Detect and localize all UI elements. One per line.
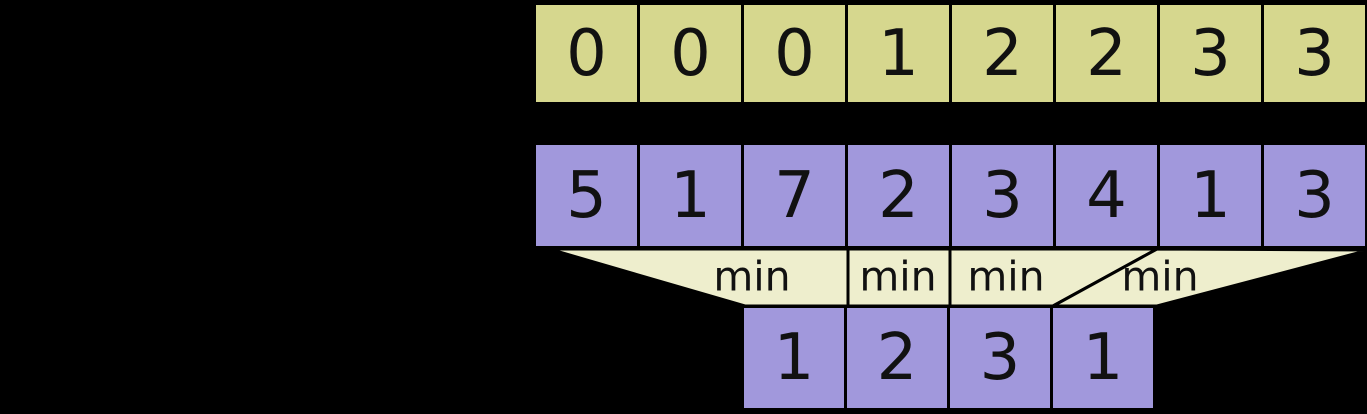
block-index-cell: 0 [640, 5, 741, 102]
array-cell: 2 [848, 145, 949, 246]
min-label: min [1121, 252, 1199, 301]
array-cell: 1 [640, 145, 741, 246]
block-min-cell: 2 [847, 308, 947, 408]
array-cell: 3 [1264, 145, 1365, 246]
min-label: min [713, 252, 791, 301]
block-index-cell: 1 [848, 5, 949, 102]
block-index-cell: 3 [1160, 5, 1261, 102]
block-index-cell: 2 [1056, 5, 1157, 102]
min-funnel-shape [1052, 247, 1367, 308]
block-index-cell: 3 [1264, 5, 1365, 102]
block-index-row: 0 0 0 1 2 2 3 3 [533, 2, 1367, 105]
block-index-cell: 0 [536, 5, 637, 102]
array-cell: 7 [744, 145, 845, 246]
array-cell: 5 [536, 145, 637, 246]
block-min-cell: 1 [744, 308, 844, 408]
array-cell: 1 [1160, 145, 1261, 246]
min-label: min [967, 252, 1045, 301]
block-min-cell: 1 [1053, 308, 1153, 408]
block-min-cell: 3 [950, 308, 1050, 408]
min-funnel-shape [548, 247, 850, 308]
block-min-row: 1 2 3 1 [741, 305, 1156, 411]
array-cell: 3 [952, 145, 1053, 246]
array-row: 5 1 7 2 3 4 1 3 [533, 142, 1367, 249]
block-index-cell: 0 [744, 5, 845, 102]
block-index-cell: 2 [952, 5, 1053, 102]
min-label: min [859, 252, 937, 301]
array-cell: 4 [1056, 145, 1157, 246]
